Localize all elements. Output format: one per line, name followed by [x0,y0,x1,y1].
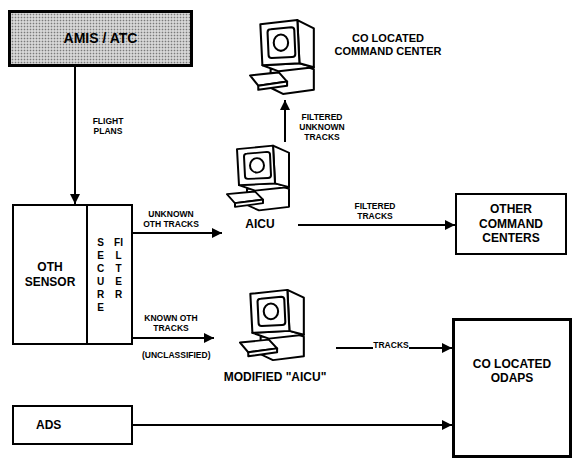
note-label: (UNCLASSIFIED) [142,350,210,360]
text-holder: AICU [222,217,298,231]
sensor-box: OTH SENSOR SECURE FILTER [12,204,133,345]
edge-label: FILTERED TRACKS [340,201,410,221]
terminal-screen-glow [274,34,288,50]
terminal-drawing [227,146,289,211]
terminal-icon [248,16,320,98]
terminal-keyboard-edge [258,82,287,90]
node-label: CO LOCATED COMMAND CENTER [326,32,450,58]
flow-arrow [131,232,222,234]
flow-arrow [74,67,76,204]
terminal-icon [238,286,310,364]
terminal-keyboard-edge [235,200,263,207]
terminal-screen [244,152,271,179]
edge-label-holder: FILTERED UNKNOWN TRACKS [293,112,351,144]
terminal-icon [225,142,295,214]
edge-label-holder: FLIGHT PLANS [86,116,130,138]
edge-label-holder: UNKNOWN OTH TRACKS [140,209,202,231]
node-label: OTHER COMMAND CENTERS [465,202,557,245]
source-box: AMIS / ATC [8,10,193,67]
terminal-drawing [240,290,304,360]
text-holder: CO LOCATED COMMAND CENTER [326,32,450,58]
flow-arrow [298,224,455,226]
terminal-screen-glow [250,158,264,172]
node-label: CO LOCATED ODAPS [463,357,561,386]
text-holder: MODIFIED "AICU" [214,370,336,384]
terminal-node: CO LOCATED COMMAND CENTER [246,10,452,100]
process-box: ADS [12,405,133,445]
flow-arrow [284,100,286,142]
terminal-front [260,20,299,65]
edge-label: KNOWN OTH TRACKS [140,313,202,333]
edge-label-holder: KNOWN OTH TRACKS [140,313,202,335]
terminal-front [250,290,289,333]
note-holder: (UNCLASSIFIED) [142,344,222,362]
terminal-node: MODIFIED "AICU" [214,284,336,390]
terminal-screen [268,27,296,58]
process-box: CO LOCATED ODAPS [452,318,572,458]
terminal-screen-glow [264,304,278,320]
vertical-label: SECURE FILTER [96,236,124,314]
edge-label: TRACKS [373,340,408,350]
terminal-front [237,146,275,186]
node-label: AMIS / ATC [64,30,138,47]
filter-band: SECURE FILTER [86,206,131,343]
process-box: OTHER COMMAND CENTERS [455,193,567,255]
node-label: ADS [36,418,61,432]
edge-label: FLIGHT PLANS [86,116,130,136]
edge-label-holder: TRACKS [366,334,416,352]
edge-label-holder: FILTERED TRACKS [340,201,410,223]
text-holder: OTH SENSOR [14,206,86,343]
node-label: OTH SENSOR [20,260,80,289]
edge-label: FILTERED UNKNOWN TRACKS [293,112,351,142]
node-label: AICU [222,217,298,231]
terminal-drawing [250,20,314,94]
flow-arrow [131,337,214,339]
terminal-keyboard-edge [248,348,277,356]
terminal-node: AICU [222,142,298,234]
flow-arrow [133,424,452,426]
edge-label: UNKNOWN OTH TRACKS [140,209,202,229]
node-label: MODIFIED "AICU" [214,370,336,384]
terminal-screen [258,297,286,326]
text-holder: CO LOCATED ODAPS [455,357,569,386]
